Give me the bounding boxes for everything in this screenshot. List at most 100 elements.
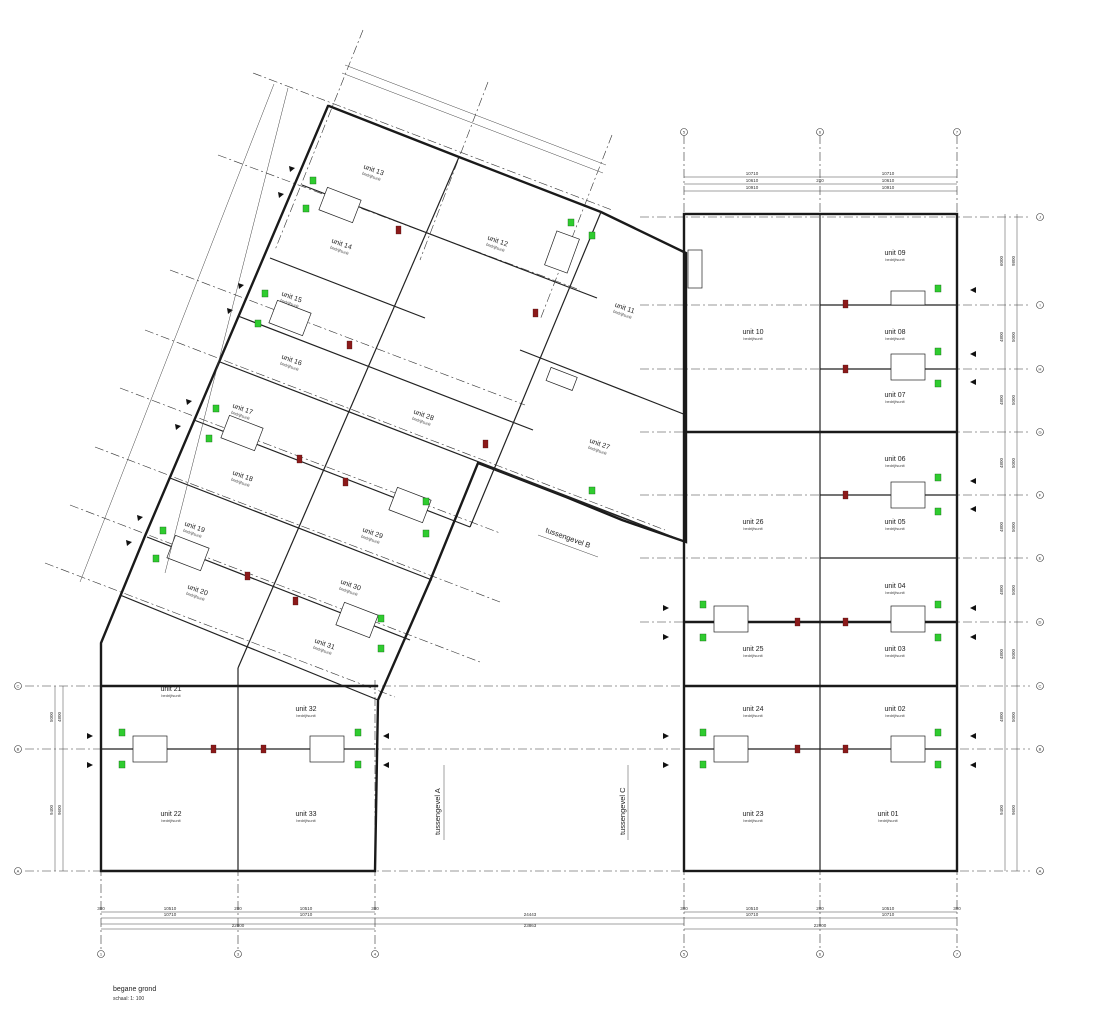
drawing-scale: schaal: 1: 100 — [113, 996, 145, 1002]
dimension-value: 10710 — [882, 912, 895, 917]
dimension-value: 5000 — [1011, 711, 1016, 722]
unit-label: unit 24 — [742, 706, 763, 713]
unit-label: unit 05 — [884, 519, 905, 526]
dimension-value: 10710 — [746, 171, 759, 176]
unit-sublabel: bedrijfsunit — [362, 171, 383, 183]
unit-label: unit 09 — [884, 250, 905, 257]
dimension-value: 4800 — [999, 648, 1004, 659]
stairs — [132, 186, 926, 763]
grid-bubble-col-top-5: 5 — [680, 128, 688, 136]
svg-text:7: 7 — [956, 951, 959, 956]
svg-text:D: D — [1039, 619, 1042, 624]
grid-bubble-col-7: 7 — [953, 950, 961, 958]
unit-sublabel: bedrijfsunit — [183, 528, 204, 540]
svg-text:H: H — [1039, 366, 1042, 371]
dimension-value: 9800 — [1011, 255, 1016, 266]
unit-label: unit 04 — [884, 583, 905, 590]
dimension-value: 23863 — [524, 923, 537, 928]
unit-sublabel: bedrijfsunit — [885, 336, 905, 341]
dimension-value: 6000 — [999, 255, 1004, 266]
unit-label: unit 32 — [295, 706, 316, 713]
svg-text:E: E — [1039, 555, 1042, 560]
green-markers — [118, 176, 942, 769]
left-building-walls — [99, 104, 688, 873]
dimension-value: 10710 — [164, 912, 177, 917]
svg-text:B: B — [1039, 746, 1042, 751]
unit-sublabel: bedrijfsunit — [161, 693, 181, 698]
grid-bubble-row-H: H — [1036, 365, 1044, 373]
unit-sublabel: bedrijfsunit — [885, 526, 905, 531]
dimension-value: 4800 — [999, 331, 1004, 342]
unit-sublabel: bedrijfsunit — [313, 645, 334, 657]
unit-sublabel: bedrijfsunit — [280, 298, 301, 310]
dimension-value: 9600 — [1011, 804, 1016, 815]
dimension-value: 5000 — [1011, 521, 1016, 532]
dimension-value: 4800 — [999, 584, 1004, 595]
facade-label-c: tussengevel C — [618, 787, 627, 835]
entrance-arrows — [87, 166, 976, 768]
grid-bubble-row-F: F — [1036, 491, 1044, 499]
svg-text:C: C — [17, 683, 20, 688]
unit-label: unit 33 — [295, 811, 316, 818]
dimension-value: 4800 — [999, 521, 1004, 532]
unit-sublabel: bedrijfsunit — [885, 399, 905, 404]
svg-text:B: B — [17, 746, 20, 751]
unit-label: unit 03 — [884, 646, 905, 653]
unit-sublabel: bedrijfsunit — [743, 818, 763, 823]
unit-sublabel: bedrijfsunit — [885, 590, 905, 595]
unit-sublabel: bedrijfsunit — [486, 242, 507, 254]
dimension-value: 5000 — [1011, 331, 1016, 342]
dimension-value: 9400 — [999, 804, 1004, 815]
dimension-value: 10710 — [746, 912, 759, 917]
unit-sublabel: bedrijfsunit — [339, 586, 360, 598]
svg-text:7: 7 — [956, 129, 959, 134]
facade-label-b: tussengevel B — [544, 525, 591, 550]
unit-label: unit 02 — [884, 706, 905, 713]
facade-label-a: tussengevel A — [433, 788, 442, 835]
dimension-value: 5000 — [1011, 394, 1016, 405]
dimension-value: 300 — [371, 906, 379, 911]
unit-sublabel: bedrijfsunit — [280, 361, 301, 373]
unit-sublabel: bedrijfsunit — [296, 713, 316, 718]
grid-bubble-row-C: C — [1036, 682, 1044, 690]
svg-text:1: 1 — [100, 951, 103, 956]
unit-label: unit 26 — [742, 519, 763, 526]
dimension-value: 300 — [680, 906, 688, 911]
unit-sublabel: bedrijfsunit — [161, 818, 181, 823]
dimension-lines — [54, 64, 1018, 930]
svg-text:5: 5 — [683, 951, 686, 956]
grid-bubble-col-top-7: 7 — [953, 128, 961, 136]
grid-bubble-col-1: 1 — [97, 950, 105, 958]
dimension-value: 5000 — [1011, 648, 1016, 659]
dimension-value: 10610 — [882, 178, 895, 183]
svg-text:5: 5 — [683, 129, 686, 134]
svg-text:F: F — [1039, 492, 1042, 497]
grid-bubble-row-D: D — [1036, 618, 1044, 626]
unit-sublabel: bedrijfsunit — [613, 309, 634, 321]
svg-text:G: G — [1038, 429, 1041, 434]
unit-sublabel: bedrijfsunit — [361, 534, 382, 546]
unit-sublabel: bedrijfsunit — [412, 416, 433, 428]
dimension-value: 10910 — [746, 185, 759, 190]
unit-sublabel: bedrijfsunit — [296, 818, 316, 823]
unit-sublabel: bedrijfsunit — [743, 713, 763, 718]
grid-bubble-row-J: J — [1036, 213, 1044, 221]
